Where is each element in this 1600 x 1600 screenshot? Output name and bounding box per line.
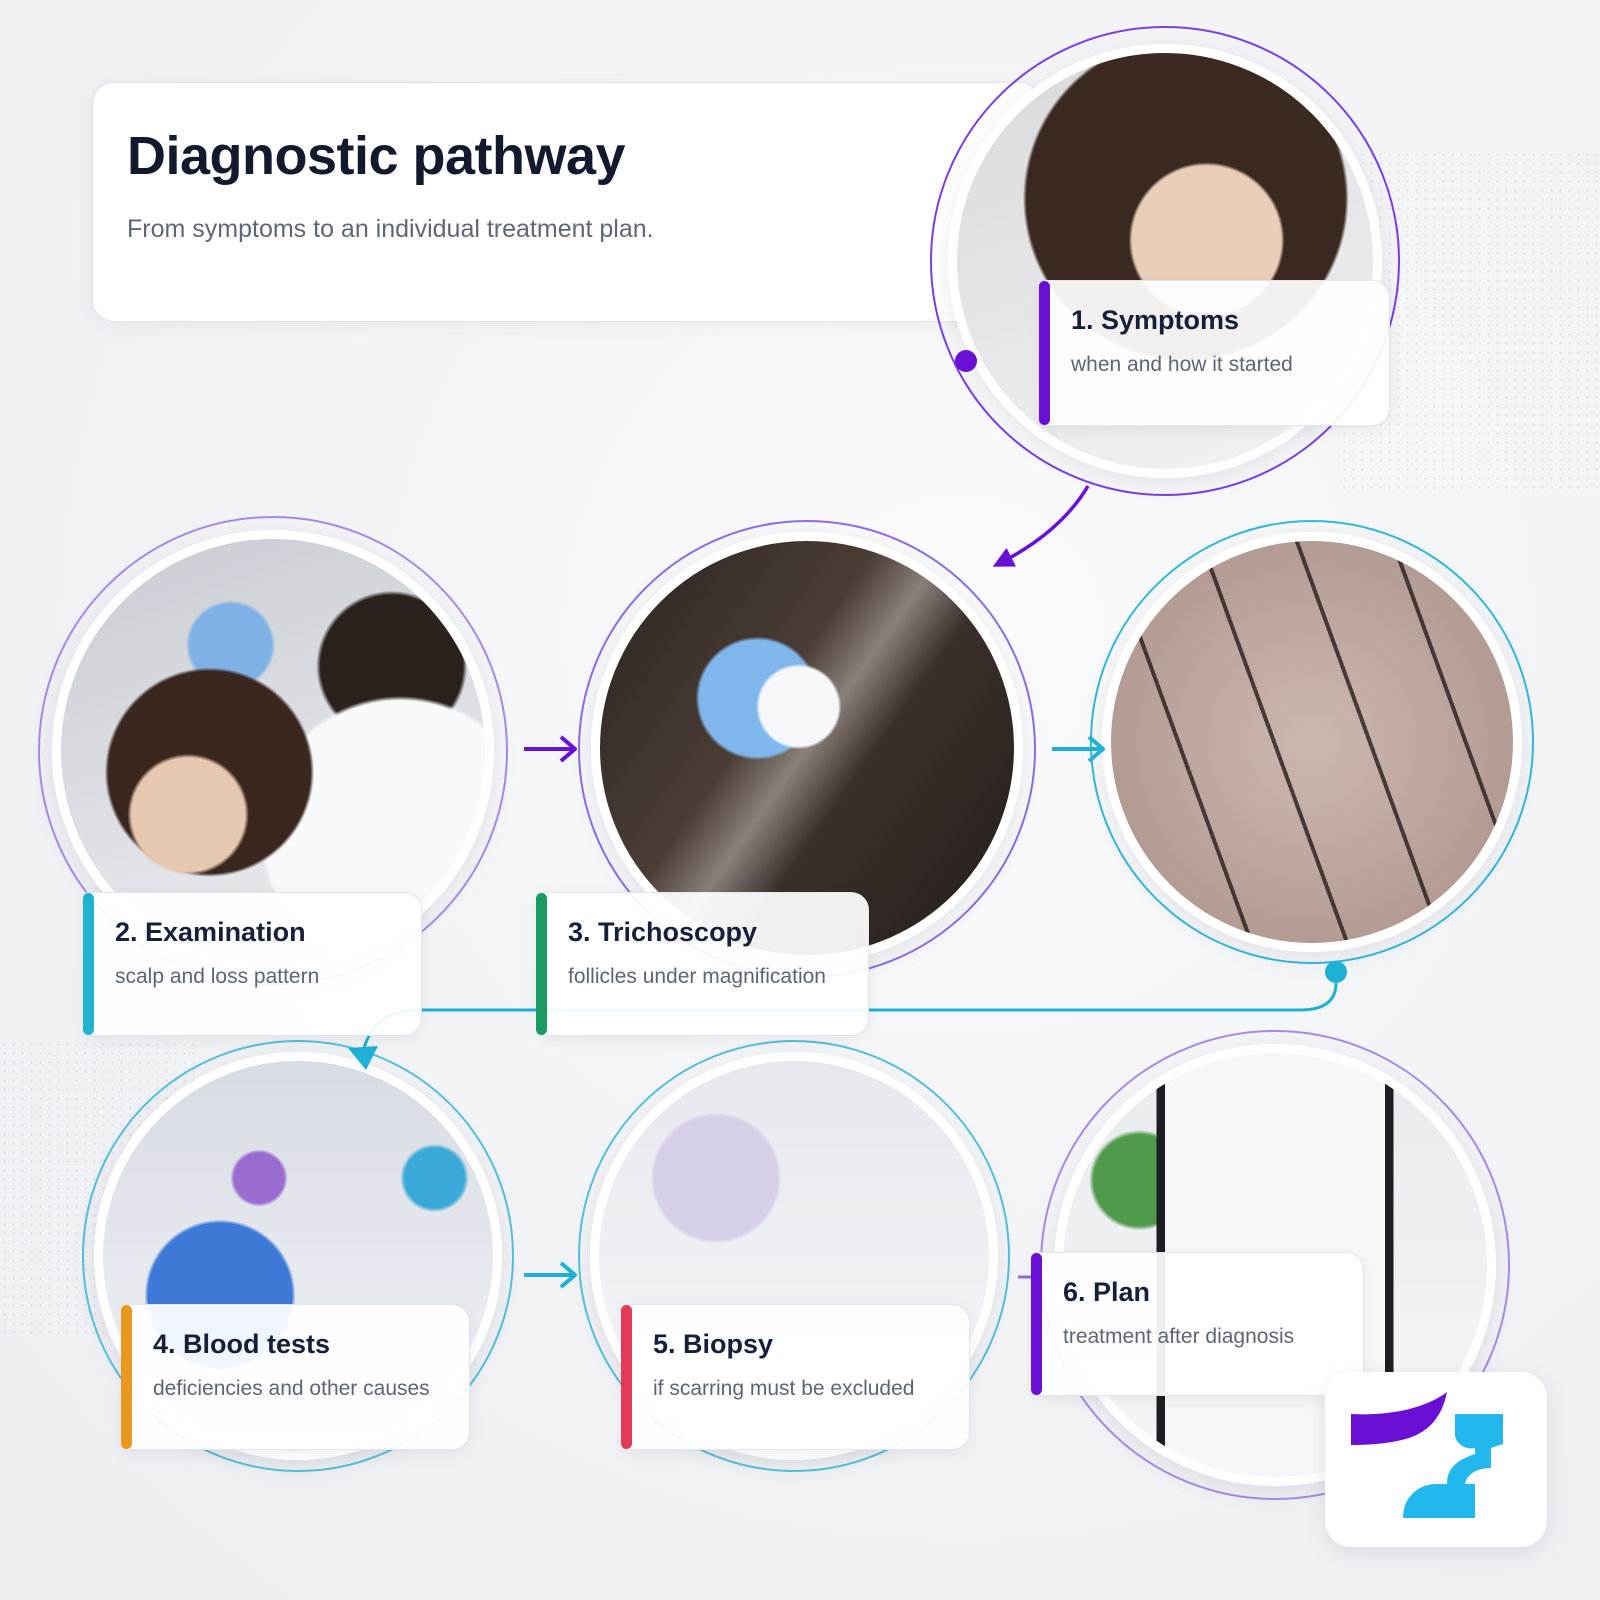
step-accent-bar bbox=[83, 893, 94, 1035]
step-description: if scarring must be excluded bbox=[653, 1377, 915, 1400]
dot-step-1 bbox=[955, 350, 977, 372]
arrow-1-to-2 bbox=[992, 485, 1090, 567]
brand-logo bbox=[1325, 1372, 1547, 1547]
step-title: 6. Plan bbox=[1063, 1277, 1151, 1307]
step-card-trichoscopy: 3. Trichoscopy follicles under magnifica… bbox=[536, 892, 869, 1036]
step-accent-bar bbox=[536, 893, 547, 1035]
ring-step-3b bbox=[1090, 520, 1534, 964]
step-description: when and how it started bbox=[1071, 353, 1293, 376]
step-accent-bar bbox=[1031, 1253, 1042, 1395]
step-title: 3. Trichoscopy bbox=[568, 917, 758, 947]
step-card-plan: 6. Plan treatment after diagnosis bbox=[1031, 1252, 1364, 1396]
step-title: 2. Examination bbox=[115, 917, 306, 947]
arrowhead-4 bbox=[348, 1046, 378, 1070]
page-subtitle: From symptoms to an individual treatment… bbox=[127, 215, 654, 243]
step-title: 1. Symptoms bbox=[1071, 305, 1240, 335]
step-card-biopsy: 5. Biopsy if scarring must be excluded bbox=[621, 1304, 970, 1450]
step-accent-bar bbox=[1039, 281, 1050, 425]
step-accent-bar bbox=[621, 1305, 632, 1449]
photo-trichoscopy bbox=[591, 532, 1023, 964]
ring-step-5 bbox=[578, 1040, 1010, 1472]
photo-follicles bbox=[1102, 532, 1522, 952]
ring-step-1 bbox=[930, 26, 1400, 496]
step-description: treatment after diagnosis bbox=[1063, 1325, 1295, 1348]
step-card-examination: 2. Examination scalp and loss pattern bbox=[83, 892, 422, 1036]
step-description: follicles under magnification bbox=[568, 965, 826, 988]
step-description: deficiencies and other causes bbox=[153, 1377, 430, 1400]
step-title: 4. Blood tests bbox=[153, 1329, 331, 1359]
header-card: Diagnostic pathway From symptoms to an i… bbox=[92, 82, 1042, 322]
brand-logo-icon bbox=[1351, 1392, 1503, 1518]
step-accent-bar bbox=[121, 1305, 132, 1449]
page-title: Diagnostic pathway bbox=[127, 126, 626, 186]
step-card-symptoms: 1. Symptoms when and how it started bbox=[1039, 280, 1390, 426]
ring-step-4 bbox=[82, 1040, 514, 1472]
arrow-right-icon bbox=[524, 1261, 577, 1289]
arrow-right-icon bbox=[524, 735, 577, 763]
step-title: 5. Biopsy bbox=[653, 1329, 774, 1359]
dot-step-3 bbox=[1325, 961, 1347, 983]
step-description: scalp and loss pattern bbox=[115, 965, 320, 988]
step-card-blood-tests: 4. Blood tests deficiencies and other ca… bbox=[121, 1304, 470, 1450]
arrow-right-icon bbox=[1052, 735, 1105, 763]
